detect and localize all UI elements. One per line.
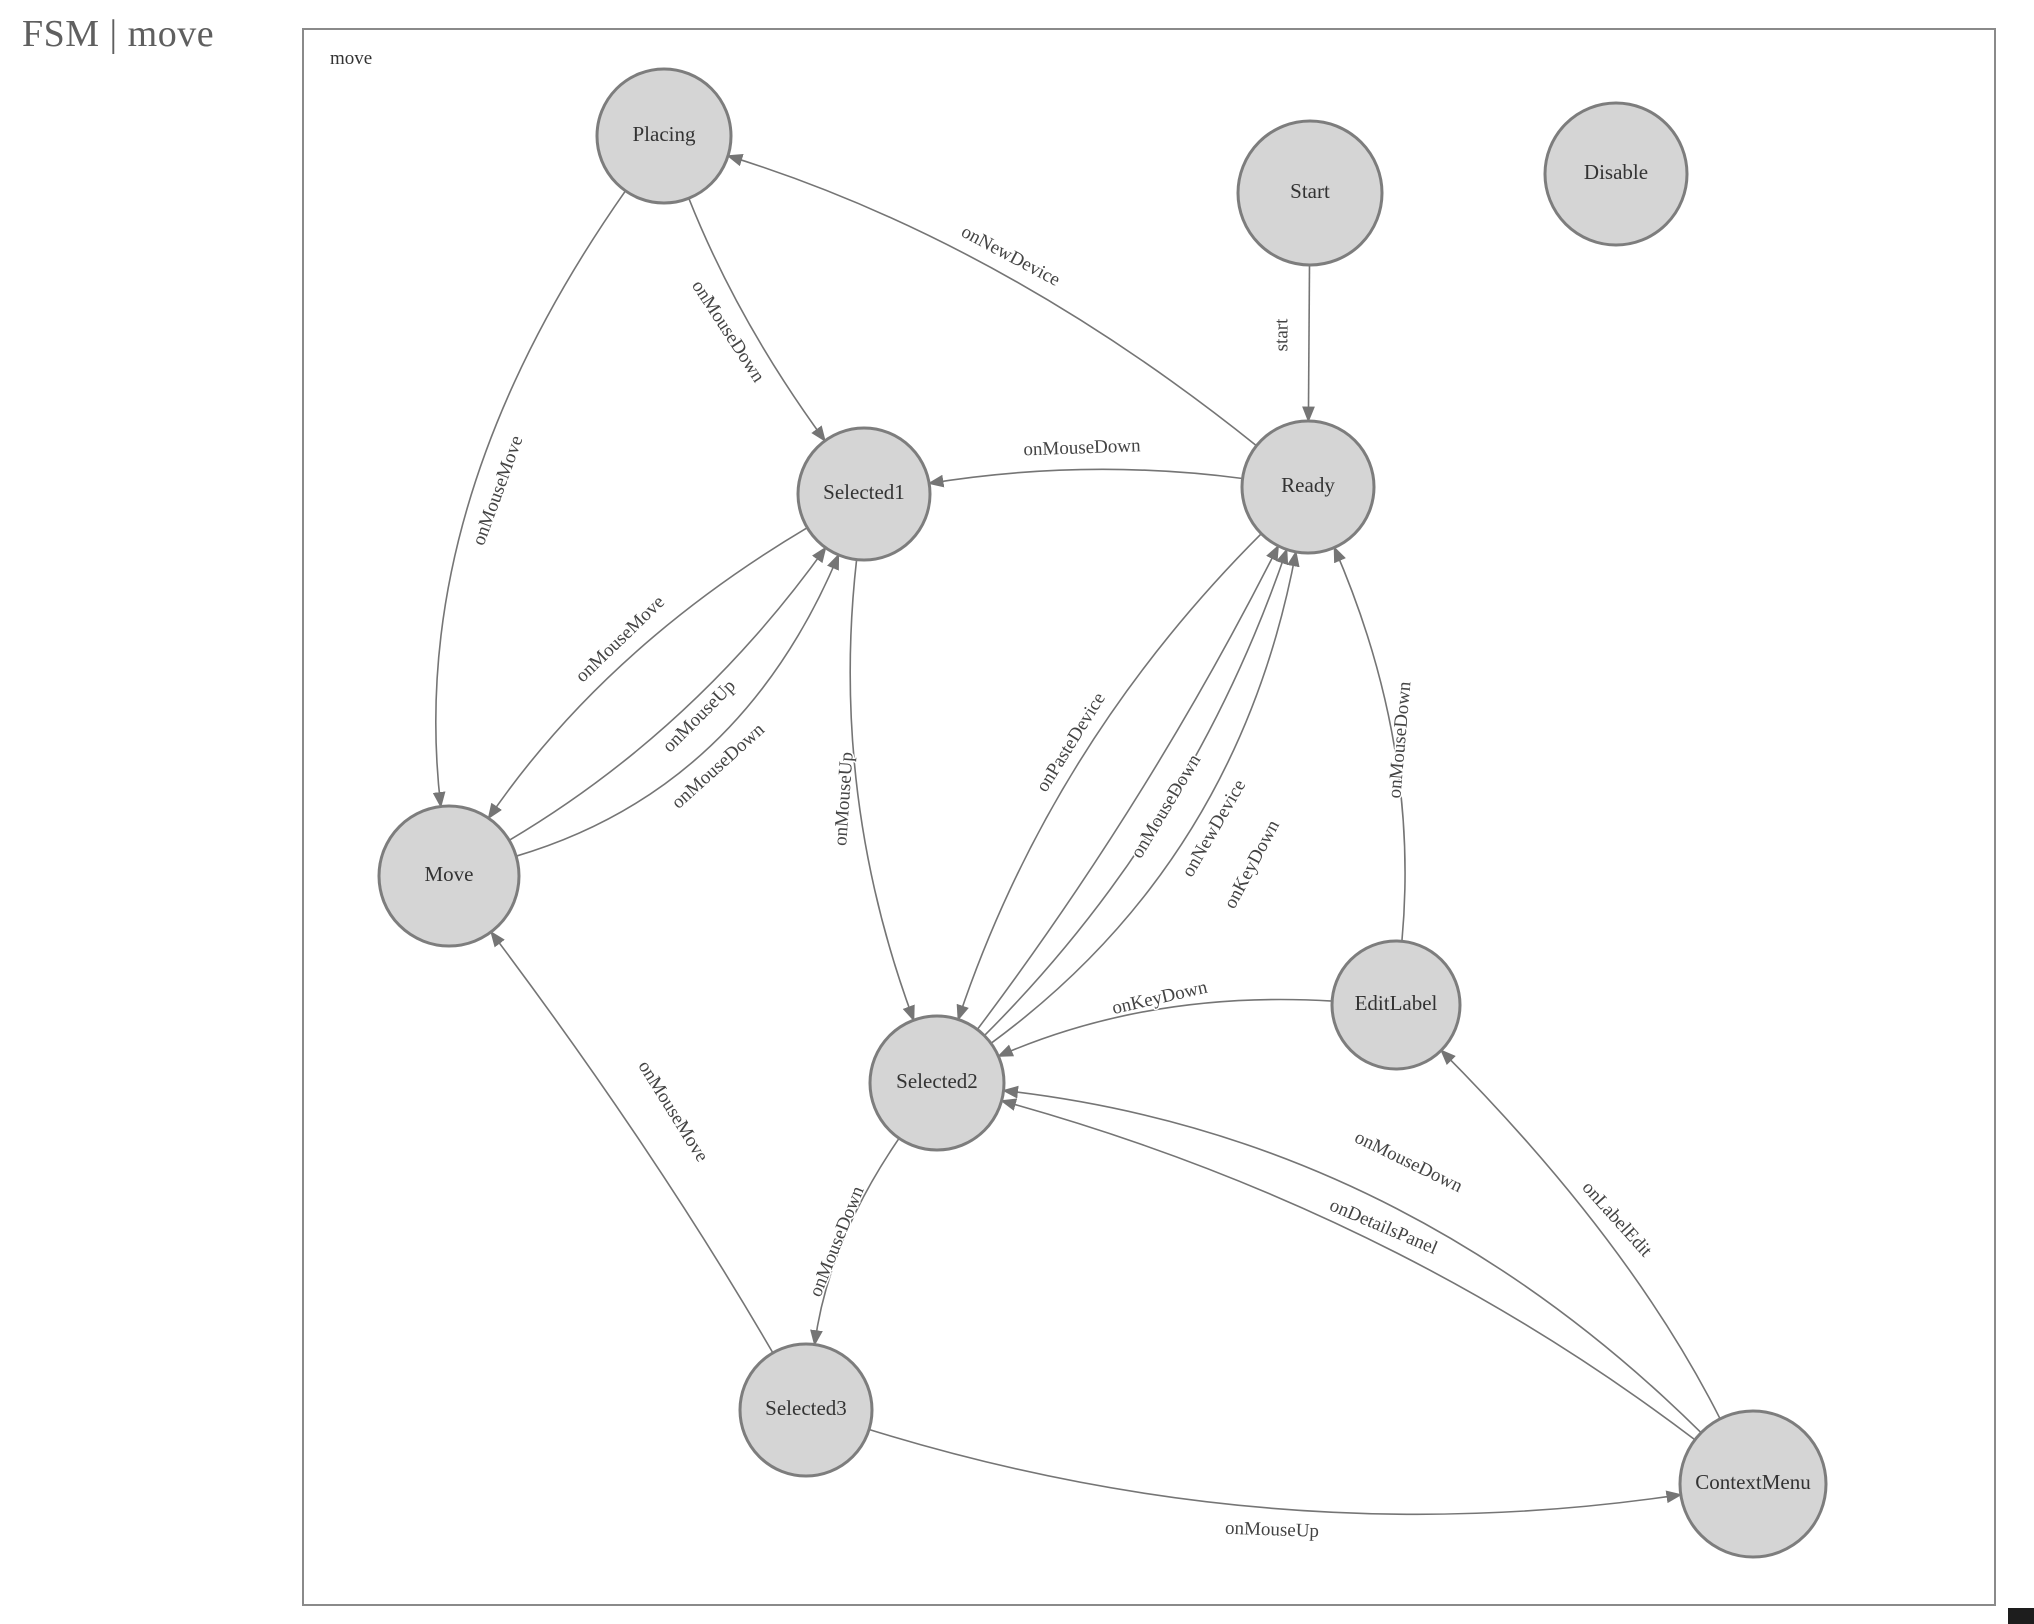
transition-selected1-to-move: [487, 527, 808, 820]
transition-label-selected2-to-selected3: onMouseDown: [805, 1183, 869, 1300]
group-label: move: [330, 48, 373, 69]
transition-start-to-ready: [1302, 264, 1315, 423]
transition-label-selected2-to-ready: onKeyDown: [1220, 816, 1284, 912]
state-circle-selected1[interactable]: [796, 426, 932, 562]
transition-placing-to-selected1: [688, 198, 826, 443]
state-node-selected1[interactable]: Selected1: [796, 426, 932, 562]
state-node-move[interactable]: Move: [377, 804, 521, 948]
page-title: FSM | move: [22, 13, 215, 55]
transition-contextmenu-to-editlabel: [1440, 1049, 1721, 1420]
edges-layer: [432, 153, 1721, 1516]
state-node-disable[interactable]: Disable: [1543, 101, 1689, 247]
state-node-ready[interactable]: Ready: [1240, 419, 1376, 555]
state-label-start: Start: [1290, 179, 1330, 203]
state-circle-disable[interactable]: [1543, 101, 1689, 247]
transition-selected3-to-move: [490, 930, 774, 1354]
state-label-ready: Ready: [1281, 473, 1335, 497]
resize-handle[interactable]: [2008, 1608, 2034, 1624]
transition-label-placing-to-selected1: onMouseDown: [687, 277, 769, 387]
state-label-disable: Disable: [1584, 160, 1648, 184]
transition-label-selected1-to-move: onMouseMove: [572, 592, 669, 687]
transition-selected2-to-ready: [990, 550, 1300, 1044]
transition-label-editlabel-to-ready: onMouseDown: [1384, 680, 1415, 799]
transition-selected2-to-ready: [983, 547, 1289, 1037]
state-circle-ready[interactable]: [1240, 419, 1376, 555]
state-circle-move[interactable]: [377, 804, 521, 948]
state-label-editlabel: EditLabel: [1355, 991, 1438, 1015]
transition-ready-to-selected2: [956, 533, 1262, 1022]
state-circle-contextmenu[interactable]: [1678, 1409, 1828, 1559]
state-label-selected3: Selected3: [765, 1396, 847, 1420]
state-node-editlabel[interactable]: EditLabel: [1330, 939, 1462, 1071]
state-label-selected2: Selected2: [896, 1069, 978, 1093]
state-circle-placing[interactable]: [595, 67, 733, 205]
transition-label-contextmenu-to-selected2: onMouseDown: [1351, 1127, 1466, 1197]
transition-selected1-to-selected2: [849, 559, 915, 1022]
state-label-move: Move: [425, 862, 474, 886]
state-node-placing[interactable]: Placing: [595, 67, 733, 205]
state-node-start[interactable]: Start: [1236, 119, 1384, 267]
state-circle-selected3[interactable]: [738, 1342, 874, 1478]
edge-labels-layer: start onMouseDown onNewDevice onMouseDown on…: [467, 220, 1658, 1544]
state-circle-selected2[interactable]: [868, 1014, 1006, 1152]
transition-label-selected1-to-selected2: onMouseUp: [830, 751, 858, 846]
transition-selected2-to-selected3: [810, 1137, 900, 1347]
diagram-frame: [302, 28, 1996, 1606]
transition-label-editlabel-to-selected2: onKeyDown: [1110, 977, 1210, 1019]
transition-label-start-to-ready: start: [1271, 318, 1292, 351]
transition-ready-to-selected1: [927, 468, 1243, 488]
state-node-selected3[interactable]: Selected3: [738, 1342, 874, 1478]
transition-ready-to-placing: [726, 153, 1258, 447]
transition-selected2-to-ready: [976, 544, 1280, 1030]
transition-label-ready-to-placing: onNewDevice: [958, 221, 1064, 291]
transition-placing-to-move: [432, 190, 627, 809]
transition-contextmenu-to-selected2: [1002, 1085, 1702, 1434]
transition-move-to-selected1: [515, 553, 840, 857]
state-label-selected1: Selected1: [823, 480, 905, 504]
state-label-placing: Placing: [633, 122, 696, 146]
transition-label-placing-to-move: onMouseMove: [468, 433, 527, 548]
transition-contextmenu-to-selected2: [1000, 1098, 1696, 1441]
transition-selected3-to-contextmenu: [868, 1428, 1683, 1516]
state-node-selected2[interactable]: Selected2: [868, 1014, 1006, 1152]
state-node-contextmenu[interactable]: ContextMenu: [1678, 1409, 1828, 1559]
state-circle-start[interactable]: [1236, 119, 1384, 267]
transition-editlabel-to-ready: [1333, 546, 1406, 942]
state-circle-editlabel[interactable]: [1330, 939, 1462, 1071]
transition-label-contextmenu-to-editlabel: onLabelEdit: [1578, 1177, 1657, 1261]
transition-label-ready-to-selected2: onPasteDevice: [1032, 689, 1110, 796]
transition-editlabel-to-selected2: [996, 998, 1333, 1057]
state-label-contextmenu: ContextMenu: [1695, 1470, 1811, 1494]
transition-label-selected3-to-contextmenu: onMouseUp: [1225, 1518, 1320, 1542]
transition-label-ready-to-selected1: onMouseDown: [1023, 435, 1141, 460]
transition-move-to-selected1: [508, 546, 827, 841]
